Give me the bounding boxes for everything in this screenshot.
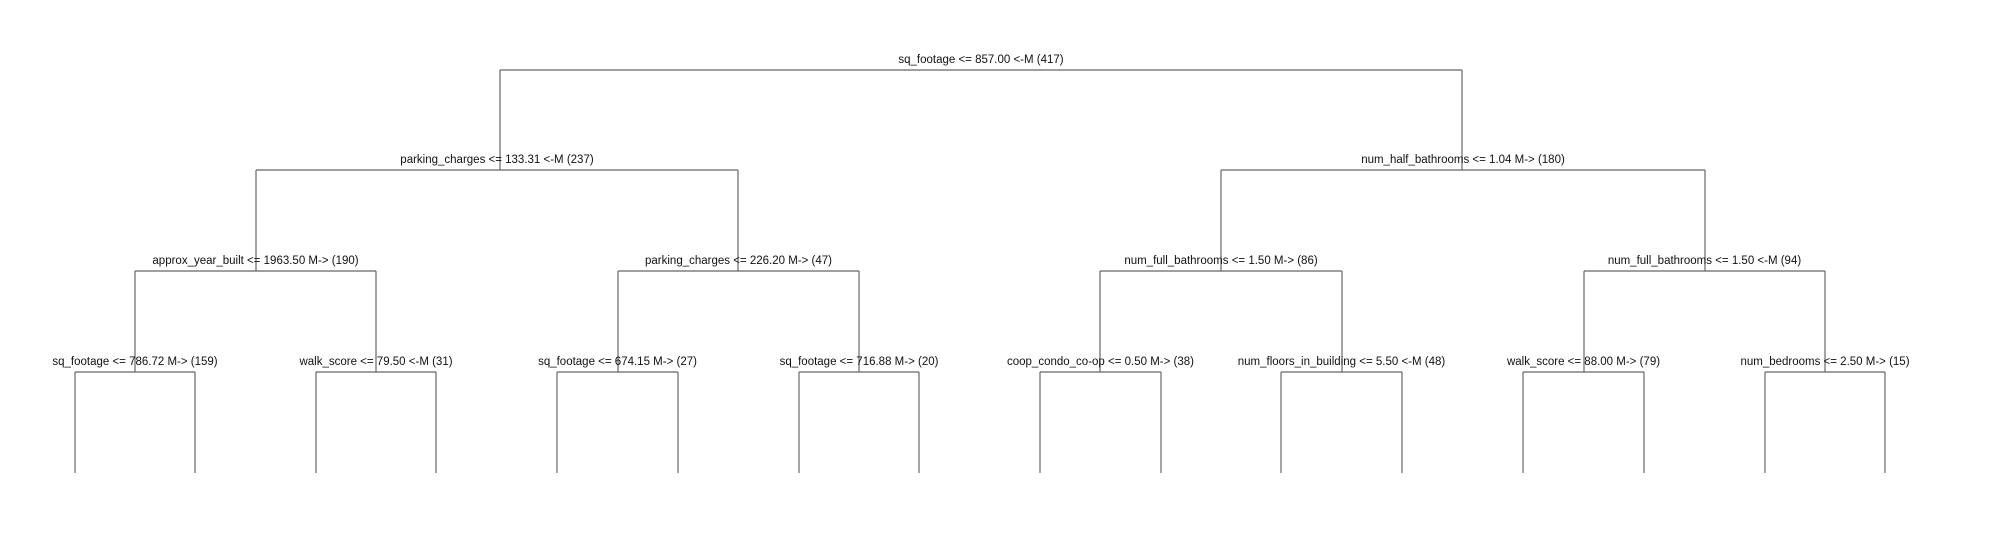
node-label-n1: parking_charges <= 133.31 <-M (237) <box>400 154 594 166</box>
node-label-n12: num_floors_in_building <= 5.50 <-M (48) <box>1238 356 1446 368</box>
node-label-n8: walk_score <= 79.50 <-M (31) <box>298 356 452 368</box>
node-label-n0: sq_footage <= 857.00 <-M (417) <box>898 54 1063 66</box>
node-label-n14: num_bedrooms <= 2.50 M-> (15) <box>1740 356 1909 368</box>
node-label-n2: num_half_bathrooms <= 1.04 M-> (180) <box>1361 154 1565 166</box>
node-label-n10: sq_footage <= 716.88 M-> (20) <box>780 356 939 368</box>
node-label-n4: parking_charges <= 226.20 M-> (47) <box>645 255 832 267</box>
node-label-n3: approx_year_built <= 1963.50 M-> (190) <box>152 255 358 267</box>
node-label-n11: coop_condo_co-op <= 0.50 M-> (38) <box>1007 356 1194 368</box>
node-label-n5: num_full_bathrooms <= 1.50 M-> (86) <box>1124 255 1318 267</box>
node-label-n13: walk_score <= 88.00 M-> (79) <box>1506 356 1660 368</box>
node-label-n9: sq_footage <= 674.15 M-> (27) <box>538 356 697 368</box>
node-label-n6: num_full_bathrooms <= 1.50 <-M (94) <box>1608 255 1802 267</box>
node-label-n7: sq_footage <= 786.72 M-> (159) <box>52 356 217 368</box>
